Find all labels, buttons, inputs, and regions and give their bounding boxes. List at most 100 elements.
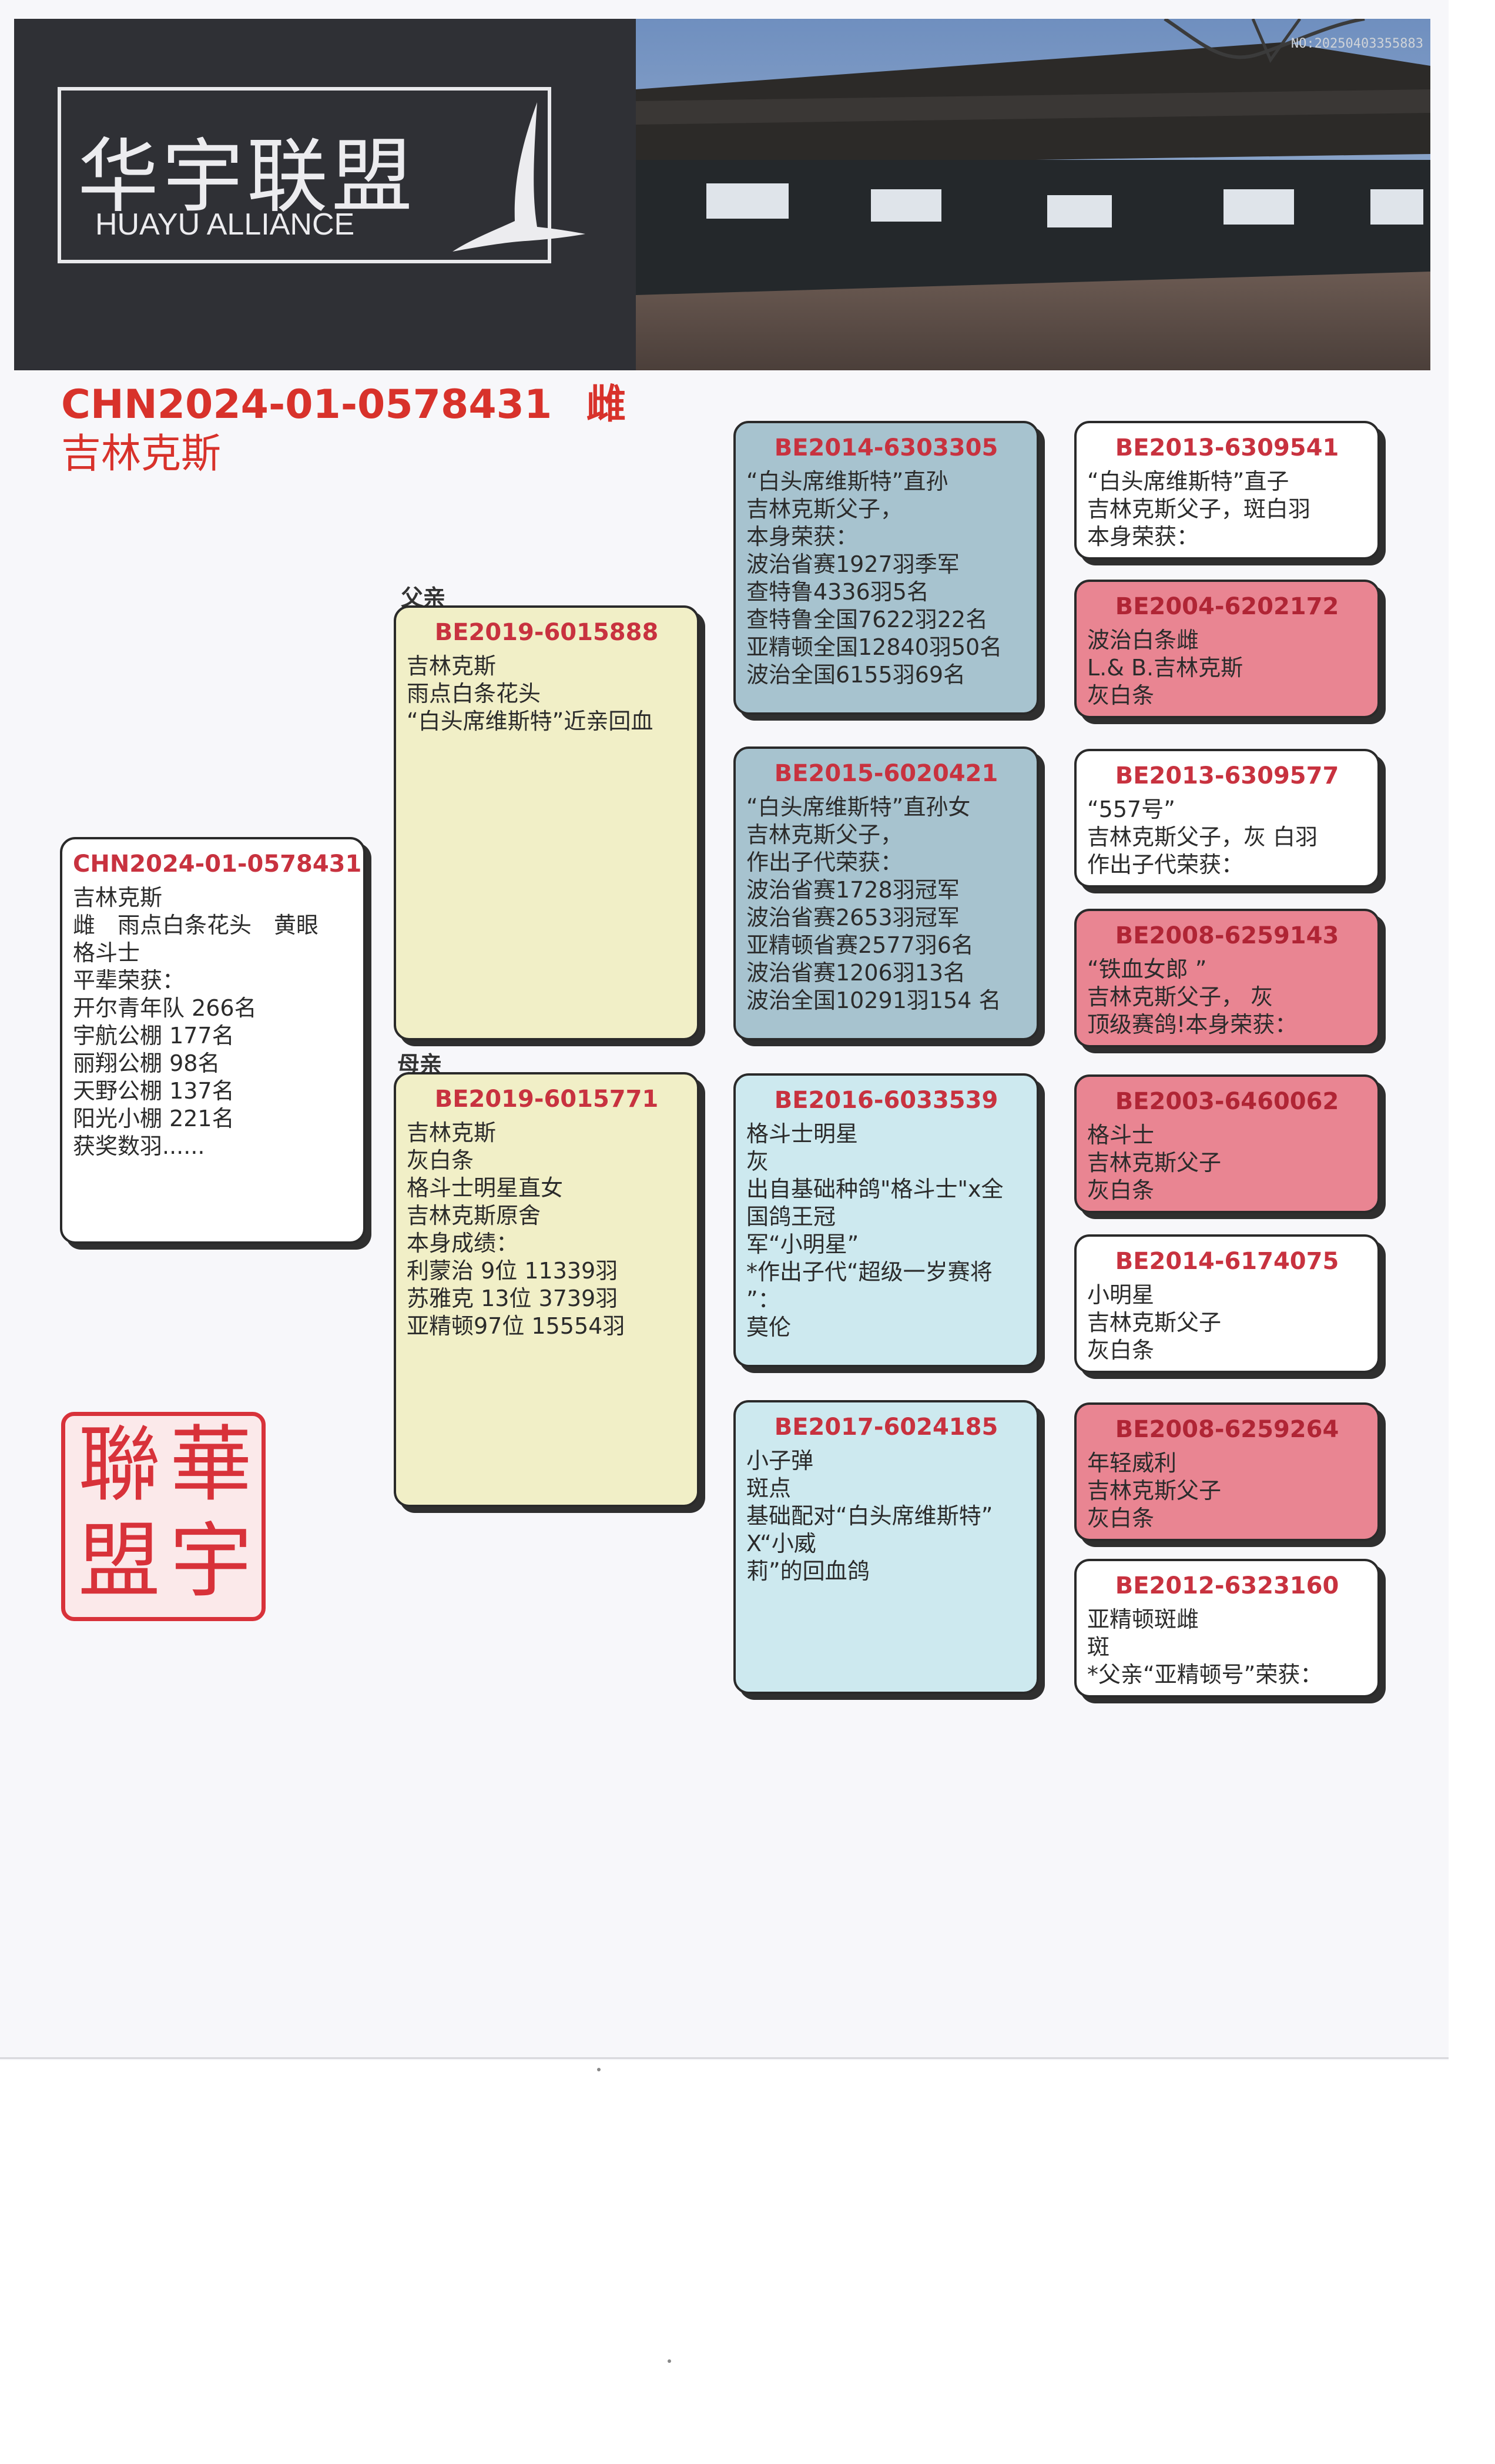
grandparent-line: 出自基础种鸽"格斗士"x全 [746, 1176, 1004, 1202]
grandparent-card-1[interactable]: BE2014-6303305 “白头席维斯特”直孙 吉林克斯父子， 本身荣获： … [733, 421, 1039, 715]
great-grandparent-code: BE2014-6174075 [1115, 1248, 1339, 1275]
great-grandparent-line: 灰白条 [1087, 1177, 1155, 1203]
subject-line: 开尔青年队 266名 [73, 995, 257, 1021]
great-grandparent-line: “白头席维斯特”直子 [1087, 468, 1289, 494]
great-grandparent-line: 小明星 [1087, 1282, 1155, 1308]
grandparent-line: 查特鲁全国7622羽22名 [746, 607, 988, 632]
seal-char: 華 [170, 1417, 253, 1513]
grandparent-code: BE2016-6033539 [774, 1087, 998, 1114]
grandparent-line: 作出子代荣获： [746, 849, 903, 875]
great-grandparent-code: BE2008-6259143 [1115, 922, 1339, 949]
mother-line: 利蒙治 9位 11339羽 [407, 1258, 618, 1284]
great-grandparent-line: “铁血女郎 ” [1087, 956, 1207, 982]
great-grandparent-card-7[interactable]: BE2008-6259264 年轻威利 吉林克斯父子 灰白条 [1074, 1402, 1380, 1541]
seal-char: 宇 [170, 1514, 253, 1609]
subject-line: 平辈荣获： [73, 967, 185, 993]
great-grandparent-line: 灰白条 [1087, 1337, 1155, 1363]
great-grandparent-card-1[interactable]: BE2013-6309541 “白头席维斯特”直子 吉林克斯父子，斑白羽 本身荣… [1074, 421, 1380, 560]
father-code: BE2019-6015888 [434, 619, 659, 646]
great-grandparent-code: BE2013-6309541 [1115, 434, 1339, 461]
subject-line: 格斗士 [73, 940, 140, 966]
mother-line: 苏雅克 13位 3739羽 [407, 1285, 618, 1311]
subject-line: 天野公棚 137名 [73, 1078, 234, 1104]
grandparent-line: 吉林克斯父子， [746, 822, 903, 848]
grandparent-line: 莫伦 [746, 1314, 792, 1340]
grandparent-line: “白头席维斯特”直孙 [746, 468, 948, 494]
mother-card[interactable]: BE2019-6015771 吉林克斯 灰白条 格斗士明星直女 吉林克斯原舍 本… [394, 1072, 699, 1507]
great-grandparent-line: L.& B.吉林克斯 [1087, 655, 1243, 681]
grandparent-line: 波治全国6155羽69名 [746, 662, 966, 688]
great-grandparent-line: 灰白条 [1087, 682, 1155, 708]
logo-en: HUAYU ALLIANCE [95, 207, 355, 242]
grandparent-code: BE2017-6024185 [774, 1414, 998, 1441]
title-strain: 吉林克斯 [61, 431, 222, 477]
subject-line: 吉林克斯 [73, 885, 163, 910]
subject-card[interactable]: CHN2024-01-0578431 吉林克斯 雌 雨点白条花头 黄眼 格斗士 … [60, 837, 366, 1244]
seal-char: 聯 [78, 1417, 161, 1513]
sheet-edge [0, 2057, 1449, 2059]
grandparent-line: 斑点 [746, 1475, 792, 1501]
mother-line: 格斗士明星直女 [407, 1175, 564, 1201]
great-grandparent-card-8[interactable]: BE2012-6323160 亚精顿斑雌 斑 *父亲“亚精顿号”荣获： [1074, 1559, 1380, 1698]
grandparent-line: X“小威 [746, 1531, 816, 1556]
grandparent-card-4[interactable]: BE2017-6024185 小子弹 斑点 基础配对“白头席维斯特” X“小威 … [733, 1400, 1039, 1694]
grandparent-line: 军“小明星” [746, 1231, 859, 1257]
grandparent-card-3[interactable]: BE2016-6033539 格斗士明星 灰 出自基础种鸽"格斗士"x全 国鸽王… [733, 1073, 1039, 1367]
great-grandparent-code: BE2013-6309577 [1115, 762, 1339, 789]
subject-line: 获奖数羽...... [73, 1133, 205, 1159]
great-grandparent-line: 波治白条雌 [1087, 627, 1199, 653]
grandparent-line: 格斗士明星 [746, 1121, 859, 1147]
header-banner: 华宇联盟 HUAYU ALLIANCE NO:20250403355 [14, 19, 1430, 370]
grandparent-line: 灰 [746, 1149, 769, 1174]
subject-line: 阳光小棚 221名 [73, 1106, 234, 1131]
great-grandparent-line: 亚精顿斑雌 [1087, 1606, 1199, 1632]
grandparent-line: 亚精顿全国12840羽50名 [746, 634, 1003, 660]
seal-char: 盟 [78, 1514, 161, 1609]
great-grandparent-line: *父亲“亚精顿号”荣获： [1087, 1662, 1323, 1688]
father-line: “白头席维斯特”近亲回血 [407, 708, 653, 734]
logo: 华宇联盟 HUAYU ALLIANCE [58, 87, 585, 263]
grandparent-card-2[interactable]: BE2015-6020421 “白头席维斯特”直孙女 吉林克斯父子， 作出子代荣… [733, 746, 1039, 1040]
grandparent-line: “白头席维斯特”直孙女 [746, 794, 971, 820]
father-card[interactable]: BE2019-6015888 吉林克斯 雨点白条花头 “白头席维斯特”近亲回血 [394, 605, 699, 1040]
grandparent-line: 波治全国10291羽154 名 [746, 987, 1001, 1013]
subject-line: 宇航公棚 177名 [73, 1023, 234, 1049]
great-grandparent-line: “557号” [1087, 796, 1175, 822]
title-ring: CHN2024-01-0578431 [61, 381, 552, 428]
grandparent-line: 亚精顿省赛2577羽6名 [746, 932, 974, 958]
great-grandparent-code: BE2004-6202172 [1115, 593, 1339, 620]
mother-line: 本身成绩： [407, 1230, 519, 1256]
great-grandparent-card-4[interactable]: BE2008-6259143 “铁血女郎 ” 吉林克斯父子， 灰 顶级赛鸽!本身… [1074, 909, 1380, 1047]
great-grandparent-card-5[interactable]: BE2003-6460062 格斗士 吉林克斯父子 灰白条 [1074, 1074, 1380, 1213]
grandparent-line: 莉”的回血鸽 [746, 1558, 870, 1584]
grandparent-line: 波治省赛1728羽冠军 [746, 877, 960, 903]
great-grandparent-code: BE2012-6323160 [1115, 1572, 1339, 1599]
great-grandparent-line: 吉林克斯父子 [1087, 1150, 1222, 1176]
father-line: 雨点白条花头 [407, 681, 541, 707]
great-grandparent-line: 吉林克斯父子 [1087, 1478, 1222, 1504]
grandparent-line: ”： [746, 1287, 780, 1313]
great-grandparent-line: 顶级赛鸽!本身荣获： [1087, 1012, 1298, 1037]
great-grandparent-line: 格斗士 [1087, 1122, 1155, 1148]
mother-line: 灰白条 [407, 1147, 474, 1173]
grandparent-line: 国鸽王冠 [746, 1204, 836, 1230]
logo-cn: 华宇联盟 [78, 129, 417, 224]
great-grandparent-line: 本身荣获： [1087, 524, 1199, 550]
great-grandparent-line: 吉林克斯父子，灰 白羽 [1087, 824, 1318, 850]
great-grandparent-card-2[interactable]: BE2004-6202172 波治白条雌 L.& B.吉林克斯 灰白条 [1074, 580, 1380, 718]
grandparent-code: BE2014-6303305 [774, 434, 998, 461]
subject-line: 雌 雨点白条花头 黄眼 [73, 912, 319, 938]
grandparent-line: 小子弹 [746, 1448, 814, 1474]
great-grandparent-line: 年轻威利 [1087, 1450, 1177, 1476]
great-grandparent-line: 灰白条 [1087, 1505, 1155, 1531]
subject-code: CHN2024-01-0578431 [73, 851, 362, 878]
great-grandparent-card-6[interactable]: BE2014-6174075 小明星 吉林克斯父子 灰白条 [1074, 1234, 1380, 1373]
photo-code: NO:20250403355883 [1290, 36, 1423, 51]
title-sex: 雌 [586, 381, 626, 428]
page-title: CHN2024-01-0578431 雌 [61, 371, 626, 430]
grandparent-line: 基础配对“白头席维斯特” [746, 1503, 993, 1529]
great-grandparent-line: 斑 [1087, 1634, 1110, 1660]
great-grandparent-line: 吉林克斯父子，斑白羽 [1087, 496, 1311, 522]
subject-line: 丽翔公棚 98名 [73, 1050, 220, 1076]
great-grandparent-card-3[interactable]: BE2013-6309577 “557号” 吉林克斯父子，灰 白羽 作出子代荣获… [1074, 749, 1380, 888]
